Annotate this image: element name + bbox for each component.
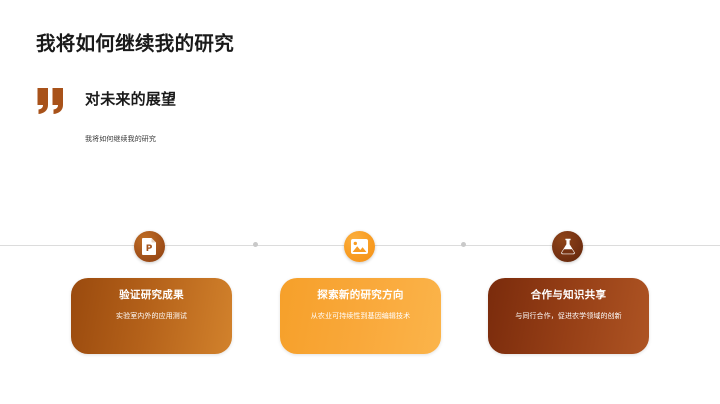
card-title: 探索新的研究方向: [317, 289, 404, 301]
step-card[interactable]: 验证研究成果 实验室内外的应用测试: [71, 278, 232, 354]
quote-heading: 对未来的展望: [85, 90, 177, 108]
timeline-dot: [253, 242, 258, 247]
card-description: 实验室内外的应用测试: [116, 311, 187, 320]
image-picture-icon: [344, 231, 375, 262]
document-p-icon: P: [134, 231, 165, 262]
quote-subtitle: 我将如何继续我的研究: [85, 135, 156, 143]
card-title: 验证研究成果: [119, 289, 184, 301]
card-title: 合作与知识共享: [530, 289, 607, 301]
quote-mark-icon: [36, 88, 66, 114]
timeline-dot: [461, 242, 466, 247]
step-card[interactable]: 探索新的研究方向 从农业可持续性到基因编辑技术: [280, 278, 441, 354]
card-description: 与同行合作，促进农学领域的创新: [515, 311, 622, 320]
flask-icon: [552, 231, 583, 262]
card-description: 从农业可持续性到基因编辑技术: [310, 311, 411, 320]
page-title: 我将如何继续我的研究: [36, 32, 235, 55]
step-card[interactable]: 合作与知识共享 与同行合作，促进农学领域的创新: [488, 278, 649, 354]
svg-text:P: P: [146, 244, 153, 254]
